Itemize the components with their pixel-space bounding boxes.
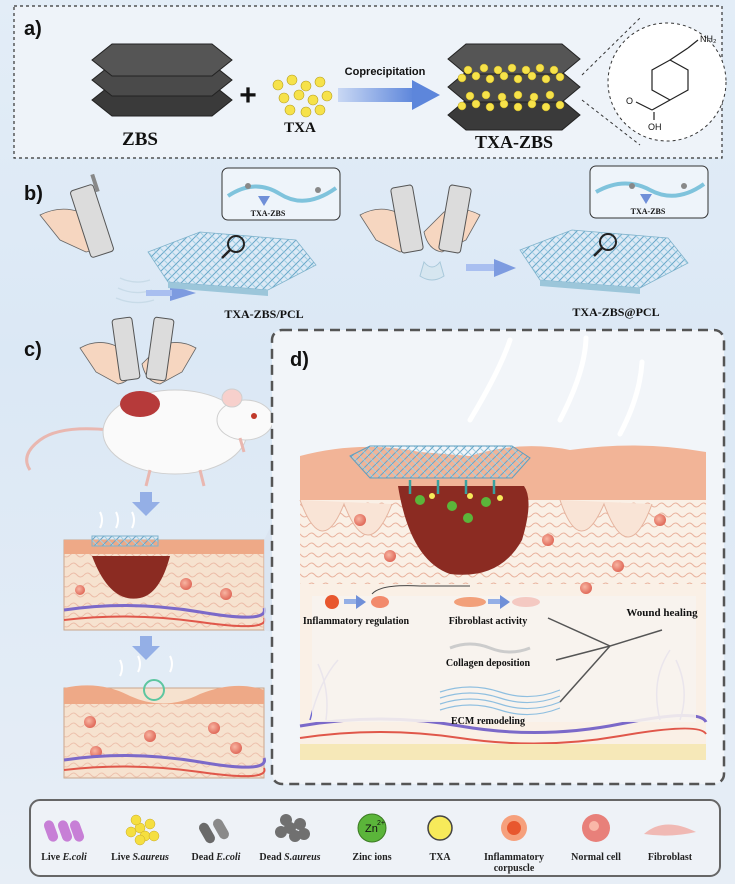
arrow-icon [466, 264, 496, 271]
panel-c-label: c) [24, 339, 42, 361]
live-ecoli-icon [43, 820, 85, 842]
txa-zbs-label: TXA-ZBS [475, 132, 553, 152]
fiber-icon [226, 184, 338, 203]
o-label: O [626, 96, 633, 106]
arrow-icon [488, 599, 502, 604]
down-arrow-icon [132, 636, 160, 660]
txa-label: TXA [284, 120, 316, 136]
connector-line [371, 585, 470, 595]
txa-icon [427, 815, 453, 841]
ecm-icon [439, 686, 561, 716]
inflammatory-regulation-label: Inflammatory regulation [303, 616, 410, 627]
legend-label: Dead E.coli [192, 852, 241, 863]
arrow-icon [344, 599, 358, 604]
magnifier-icon [593, 233, 617, 257]
arrow-icon [146, 290, 172, 296]
legend-label: TXA [429, 852, 451, 863]
wound-healing-label: Wound healing [626, 607, 698, 619]
particle-icon [629, 183, 635, 189]
txa-zbs-pcl-label: TXA-ZBS/PCL [224, 307, 303, 321]
dressing-icon [349, 445, 531, 479]
corpuscle-icon [371, 596, 389, 608]
dead-saureus-icon [275, 814, 310, 842]
panel-a: a) ZBS + TXA Coprecipitation [13, 5, 727, 159]
down-arrow-icon [132, 492, 160, 516]
normal-cell-icon [582, 814, 610, 842]
txa-particles-icon [272, 74, 333, 118]
collagen-icon [449, 642, 531, 654]
particle-icon [681, 183, 687, 189]
legend-label: Inflammatory [484, 852, 544, 863]
zbs-stack-icon [91, 43, 233, 117]
fibroblast-icon [512, 597, 540, 607]
nh2-label: NH₂ [700, 34, 717, 44]
fibroblast-icon [644, 824, 696, 836]
panel-d: d) [270, 328, 726, 786]
txa-zbs-pcl-at-label: TXA-ZBS@PCL [572, 305, 659, 319]
legend-label: Fibroblast [648, 852, 693, 863]
legend-label: corpuscle [494, 863, 535, 874]
plus-sign: + [239, 79, 257, 112]
rat-icon [25, 388, 274, 487]
molecule-circle [607, 22, 727, 142]
fiber-icon [595, 181, 706, 198]
coprecipitation-label: Coprecipitation [345, 66, 426, 78]
panel-b: b) TXA-ZBS TXA-ZBS/PCL [24, 165, 709, 321]
panel-b-label: b) [24, 183, 43, 205]
coprecipitation-arrow [338, 80, 440, 110]
zoom-line [581, 17, 641, 76]
dual-hand-sprayer-icon [79, 316, 197, 385]
dual-hand-sprayer-icon [359, 184, 481, 281]
convergence-lines [547, 617, 663, 703]
ecm-remodeling-label: ECM remodeling [451, 716, 525, 727]
legend-label: Live E.coli [41, 852, 87, 863]
zinc-charge: 2+ [377, 820, 385, 827]
healed-skin-icon [63, 655, 266, 779]
down-arrow-icon [258, 196, 270, 206]
heat-wave-icon [467, 335, 645, 437]
collagen-deposition-label: Collagen deposition [446, 658, 531, 669]
legend-label: Zinc ions [352, 852, 391, 863]
panel-d-label: d) [290, 349, 309, 371]
process-area [312, 596, 696, 722]
inflammatory-cell-icon [325, 595, 339, 609]
inset-right-label: TXA-ZBS [631, 207, 666, 216]
oh-label: OH [648, 122, 662, 132]
legend-label: Live S.aureus [111, 852, 169, 863]
magnifier-icon [221, 235, 245, 259]
zoom-line [581, 99, 641, 146]
inflammatory-corpuscle-icon [501, 815, 527, 841]
arrow-icon [170, 285, 196, 301]
inset-box-right [589, 165, 709, 219]
dead-ecoli-icon [199, 818, 229, 844]
arrow-icon [500, 595, 510, 609]
arrow-icon [494, 259, 516, 277]
txa-zbs-stack-icon [447, 43, 581, 131]
particle-icon [245, 183, 251, 189]
particle-icon [315, 187, 321, 193]
live-saureus-icon [125, 814, 160, 846]
legend-label: Dead S.aureus [259, 852, 320, 863]
zbs-label: ZBS [122, 129, 158, 150]
treated-wound-skin-icon [63, 511, 266, 631]
txa-molecule-icon [635, 39, 699, 120]
inset-left-label: TXA-ZBS [251, 209, 286, 218]
fibroblast-icon [454, 597, 486, 607]
hand-sprayer-icon [39, 173, 155, 304]
arrow-icon [356, 595, 366, 609]
panel-c: c) [24, 316, 300, 779]
fiber-mat-icon [519, 229, 689, 294]
panel-a-label: a) [24, 18, 42, 40]
fibroblast-activity-label: Fibroblast activity [449, 616, 527, 627]
fiber-mat-icon [147, 231, 317, 296]
down-arrow-icon [640, 194, 652, 204]
legend-label: Normal cell [571, 852, 621, 863]
zinc-symbol: Zn [365, 823, 378, 835]
